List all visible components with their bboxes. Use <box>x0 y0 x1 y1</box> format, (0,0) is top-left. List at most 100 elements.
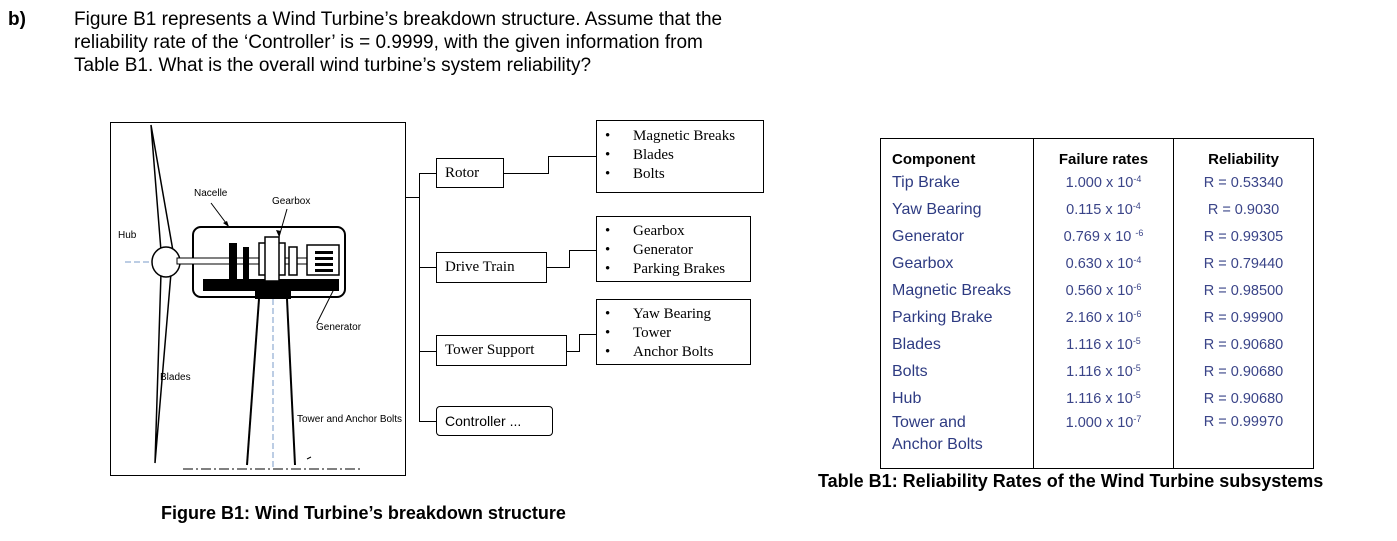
table-caption: Table B1: Reliability Rates of the Wind … <box>818 471 1324 491</box>
rate-exponent: -6 <box>1133 282 1142 292</box>
rate-base: 1.116 x 10 <box>1066 337 1133 353</box>
failure-rate-cell: 2.160 x 10-6 <box>1033 304 1174 331</box>
rate-exponent: -5 <box>1132 363 1141 373</box>
failure-rate-cell: 1.116 x 10-5 <box>1033 331 1174 358</box>
table-row: Bolts 1.116 x 10-5 R = 0.90680 <box>880 358 1314 385</box>
rate-exponent: -5 <box>1132 390 1141 400</box>
connector-line <box>419 351 436 352</box>
rate-exponent: -6 <box>1133 309 1142 319</box>
list-item: Gearbox <box>605 222 750 241</box>
connector-line <box>569 250 570 268</box>
connector-line <box>569 250 596 251</box>
rate-base: 0.115 x 10 <box>1066 202 1133 218</box>
nacelle-label: Nacelle <box>194 188 228 199</box>
column-header: Component <box>880 138 1034 169</box>
table-row: Gearbox 0.630 x 10-4 R = 0.79440 <box>880 250 1314 277</box>
turbine-figure: Hub Nacelle Gearbox Generator Blades Tow… <box>110 122 406 476</box>
table-row: Tip Brake 1.000 x 10-4 R = 0.53340 <box>880 169 1314 196</box>
controller-node: Controller ... <box>436 406 553 436</box>
reliability-table: Component Failure rates Reliability Tip … <box>880 138 1314 469</box>
reliability-cell: R = 0.53340 <box>1173 169 1314 196</box>
figure-caption: Figure B1: Wind Turbine’s breakdown stru… <box>161 503 566 523</box>
column-header: Failure rates <box>1033 138 1174 169</box>
rate-exponent: -4 <box>1132 201 1141 211</box>
table-row: Magnetic Breaks 0.560 x 10-6 R = 0.98500 <box>880 277 1314 304</box>
reliability-cell: R = 0.90680 <box>1173 385 1314 412</box>
gearbox-label: Gearbox <box>272 196 311 207</box>
rate-base: 0.630 x 10 <box>1065 256 1134 272</box>
connector-line <box>567 351 579 352</box>
connector-line <box>419 173 420 422</box>
reliability-cell: R = 0.99900 <box>1173 304 1314 331</box>
question-text: Figure B1 represents a Wind Turbine’s br… <box>74 8 834 77</box>
question-line: Table B1. What is the overall wind turbi… <box>74 55 592 76</box>
rate-base: 0.560 x 10 <box>1065 283 1134 299</box>
list-item: Yaw Bearing <box>605 305 750 324</box>
tower-support-node: Tower Support <box>436 335 567 366</box>
table-row: Yaw Bearing 0.115 x 10-4 R = 0.9030 <box>880 196 1314 223</box>
connector-line <box>419 421 436 422</box>
turbine-drawing <box>125 124 363 470</box>
component-cell: Tip Brake <box>880 169 1034 196</box>
rotor-items: Magnetic Breaks Blades Bolts <box>596 120 764 193</box>
reliability-cell: R = 0.99305 <box>1173 223 1314 250</box>
component-cell: Blades <box>880 331 1034 358</box>
list-item: Blades <box>605 146 763 165</box>
connector-line <box>419 267 436 268</box>
drive-train-items: Gearbox Generator Parking Brakes <box>596 216 751 282</box>
rate-base: 1.116 x 10 <box>1066 364 1133 380</box>
rate-base: 1.000 x 10 <box>1065 175 1134 191</box>
rate-base: 1.116 x 10 <box>1066 391 1133 407</box>
list-item: Tower <box>605 324 750 343</box>
reliability-cell: R = 0.79440 <box>1173 250 1314 277</box>
connector-line <box>579 334 580 352</box>
rate-exponent: -6 <box>1135 228 1144 238</box>
question-line: reliability rate of the ‘Controller’ is … <box>74 32 703 53</box>
tower-support-items: Yaw Bearing Tower Anchor Bolts <box>596 299 751 365</box>
list-item: Anchor Bolts <box>605 343 750 362</box>
connector-line <box>406 197 419 198</box>
list-item: Magnetic Breaks <box>605 127 763 146</box>
component-cell: Generator <box>880 223 1034 250</box>
table-row: Hub 1.116 x 10-5 R = 0.90680 <box>880 385 1314 412</box>
failure-rate-cell: 1.116 x 10-5 <box>1033 358 1174 385</box>
reliability-cell: R = 0.90680 <box>1173 358 1314 385</box>
component-cell: Bolts <box>880 358 1034 385</box>
rate-exponent: -7 <box>1133 414 1142 424</box>
reliability-cell: R = 0.9030 <box>1173 196 1314 223</box>
rotor-node: Rotor <box>436 158 504 188</box>
rate-base: 2.160 x 10 <box>1065 310 1134 326</box>
connector-line <box>548 156 549 174</box>
tower-label: Tower and Anchor Bolts <box>297 414 403 425</box>
table-row: Parking Brake 2.160 x 10-6 R = 0.99900 <box>880 304 1314 331</box>
question-label: b) <box>8 9 26 30</box>
connector-line <box>548 156 596 157</box>
hub-label: Hub <box>118 230 137 241</box>
connector-line <box>579 334 596 335</box>
component-cell: Magnetic Breaks <box>880 277 1034 304</box>
column-header: Reliability <box>1173 138 1314 169</box>
component-cell: Yaw Bearing <box>880 196 1034 223</box>
list-item: Generator <box>605 241 750 260</box>
rate-base: 1.000 x 10 <box>1065 415 1134 431</box>
reliability-cell: R = 0.98500 <box>1173 277 1314 304</box>
table-row: Generator 0.769 x 10 -6 R = 0.99305 <box>880 223 1314 250</box>
connector-line <box>419 173 436 174</box>
table-row: Blades 1.116 x 10-5 R = 0.90680 <box>880 331 1314 358</box>
failure-rate-cell: 1.000 x 10-4 <box>1033 169 1174 196</box>
failure-rate-cell: 1.000 x 10-7 <box>1033 412 1174 469</box>
list-item: Parking Brakes <box>605 260 750 279</box>
reliability-cell: R = 0.99970 <box>1173 412 1314 469</box>
list-item: Bolts <box>605 165 763 184</box>
blades-label: Blades <box>160 372 191 383</box>
rate-base: 0.769 x 10 <box>1063 229 1136 245</box>
connector-line <box>547 267 569 268</box>
failure-rate-cell: 0.560 x 10-6 <box>1033 277 1174 304</box>
generator-label: Generator <box>316 322 362 333</box>
question-line: Figure B1 represents a Wind Turbine’s br… <box>74 9 723 30</box>
reliability-cell: R = 0.90680 <box>1173 331 1314 358</box>
failure-rate-cell: 0.769 x 10 -6 <box>1033 223 1174 250</box>
failure-rate-cell: 0.115 x 10-4 <box>1033 196 1174 223</box>
